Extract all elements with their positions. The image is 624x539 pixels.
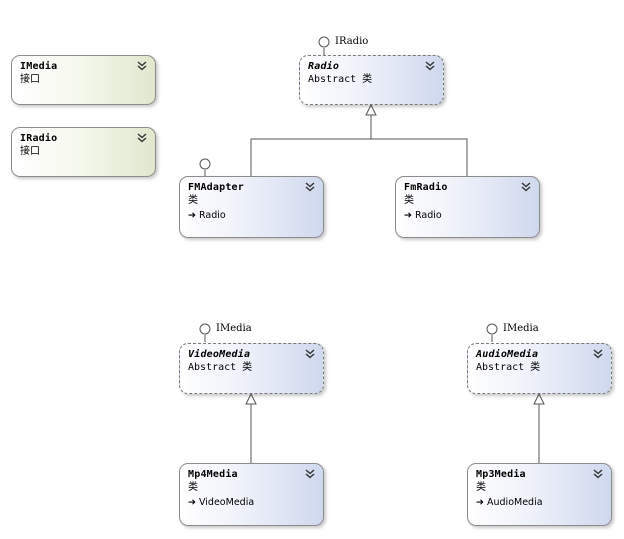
shape-kind: Abstract 类 [188, 362, 253, 373]
arrow-right-icon: ➔ [476, 497, 484, 508]
interface-lollipop-icon [199, 323, 211, 335]
base-class-name: AudioMedia [487, 497, 543, 508]
fmadapter-class-shape[interactable]: FMAdapter 类 ➔ Radio [179, 176, 324, 238]
arrow-right-icon: ➔ [188, 210, 196, 221]
lollipop-label: IMedia [216, 323, 252, 334]
double-chevron-down-icon[interactable] [521, 182, 531, 192]
iradio-interface-shape[interactable]: IRadio 接口 [11, 127, 156, 177]
arrow-right-icon: ➔ [188, 497, 196, 508]
lollipop-label: IRadio [335, 36, 369, 47]
base-class-name: VideoMedia [199, 497, 255, 508]
mp4media-class-shape[interactable]: Mp4Media 类 ➔ VideoMedia [179, 463, 324, 526]
double-chevron-down-icon[interactable] [593, 469, 603, 479]
generalization-arrowhead [245, 392, 257, 405]
double-chevron-down-icon[interactable] [593, 349, 603, 359]
mp3media-class-shape[interactable]: Mp3Media 类 ➔ AudioMedia [467, 463, 612, 526]
shape-kind: 类 [476, 482, 486, 493]
lollipop-label: IMedia [503, 323, 539, 334]
inheritance-row: ➔ Radio [404, 209, 532, 222]
shape-kind: 接口 [20, 146, 40, 157]
radio-class-shape[interactable]: Radio Abstract 类 [299, 55, 444, 105]
generalization-arrowhead [533, 392, 545, 405]
arrow-right-icon: ➔ [404, 210, 412, 221]
inheritance-row: ➔ Radio [188, 209, 316, 222]
shape-name: Mp3Media [476, 469, 526, 480]
base-class-name: Radio [415, 210, 442, 221]
double-chevron-down-icon[interactable] [305, 182, 315, 192]
double-chevron-down-icon[interactable] [137, 133, 147, 143]
shape-name: IRadio [20, 133, 58, 144]
shape-kind: 接口 [20, 74, 40, 85]
shape-kind: 类 [404, 195, 414, 206]
shape-name: VideoMedia [188, 349, 251, 360]
shape-name: AudioMedia [476, 349, 539, 360]
shape-name: IMedia [20, 61, 58, 72]
shape-name: FmRadio [404, 182, 448, 193]
shape-kind: 类 [188, 482, 198, 493]
inheritance-row: ➔ VideoMedia [188, 496, 316, 509]
fmradio-class-shape[interactable]: FmRadio 类 ➔ Radio [395, 176, 540, 238]
generalization-branch [250, 138, 468, 176]
audiomedia-class-shape[interactable]: AudioMedia Abstract 类 [467, 343, 612, 394]
double-chevron-down-icon[interactable] [305, 469, 315, 479]
interface-lollipop-icon [486, 323, 498, 335]
shape-kind: Abstract 类 [476, 362, 541, 373]
imedia-interface-shape[interactable]: IMedia 接口 [11, 55, 156, 105]
shape-name: FMAdapter [188, 182, 244, 193]
base-class-name: Radio [199, 210, 226, 221]
generalization-arrowhead [365, 103, 377, 116]
interface-lollipop-icon [318, 36, 330, 48]
shape-name: Mp4Media [188, 469, 238, 480]
shape-name: Radio [308, 61, 340, 72]
videomedia-class-shape[interactable]: VideoMedia Abstract 类 [179, 343, 324, 394]
double-chevron-down-icon[interactable] [425, 61, 435, 71]
shape-kind: 类 [188, 195, 198, 206]
double-chevron-down-icon[interactable] [137, 61, 147, 71]
double-chevron-down-icon[interactable] [305, 349, 315, 359]
inheritance-row: ➔ AudioMedia [476, 496, 604, 509]
shape-kind: Abstract 类 [308, 74, 373, 85]
interface-lollipop-icon [199, 158, 211, 170]
